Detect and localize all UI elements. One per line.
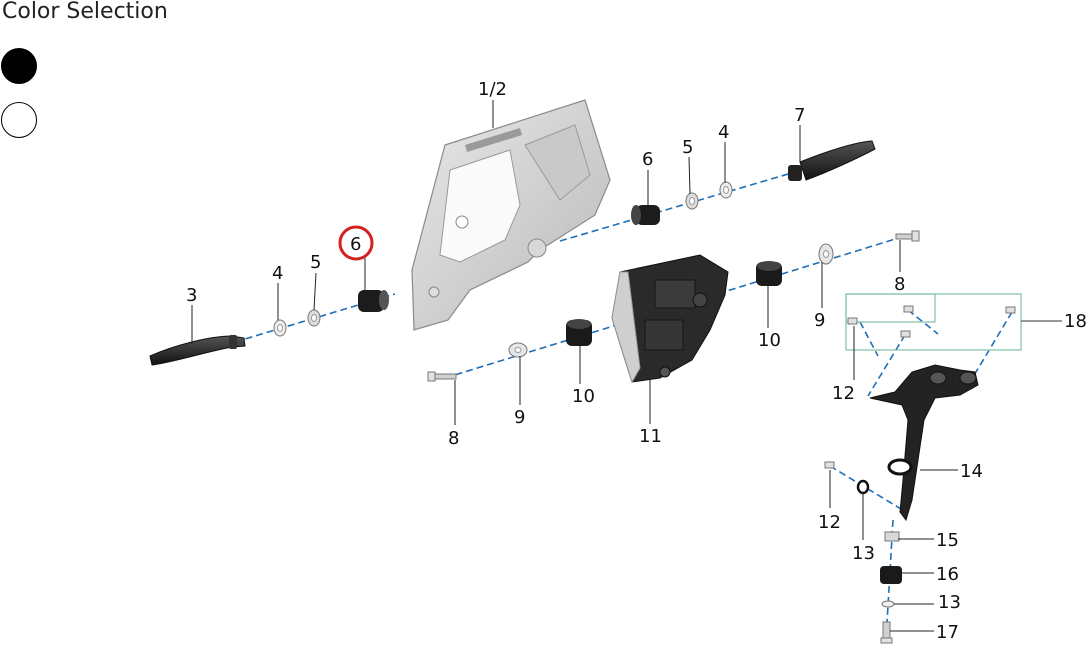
callout-15[interactable]: 15 xyxy=(936,530,959,551)
callout-6-right[interactable]: 6 xyxy=(642,149,653,170)
part-7-right-indicator xyxy=(788,140,876,181)
part-6-grommet-left xyxy=(358,290,389,312)
color-swatch-white[interactable] xyxy=(1,102,37,138)
part-9-washer-right xyxy=(818,243,834,265)
callout-12-lower[interactable]: 12 xyxy=(818,512,841,533)
part-13-washer-upper xyxy=(856,479,870,495)
callout-10-right[interactable]: 10 xyxy=(758,330,781,351)
part-12-screws xyxy=(824,305,1016,469)
part-8-bolt-right xyxy=(895,230,920,242)
callout-4-left[interactable]: 4 xyxy=(272,263,283,284)
callout-8-left[interactable]: 8 xyxy=(448,428,459,449)
part-13-washer-lower xyxy=(881,600,895,608)
part-15-spacer xyxy=(884,531,900,542)
part-4-washer-left xyxy=(273,319,287,337)
part-1-2-headlight-bracket xyxy=(411,99,611,331)
callout-1-2[interactable]: 1/2 xyxy=(478,79,507,100)
callout-8-right[interactable]: 8 xyxy=(894,274,905,295)
callout-5-left[interactable]: 5 xyxy=(310,252,321,273)
callout-16[interactable]: 16 xyxy=(936,564,959,585)
callout-11[interactable]: 11 xyxy=(639,426,662,447)
callout-13-lower[interactable]: 13 xyxy=(938,592,961,613)
highlight-circle xyxy=(338,225,374,261)
callout-6-left[interactable]: 6 xyxy=(350,234,361,255)
part-18-kit-box xyxy=(845,293,1062,351)
part-6-grommet-right xyxy=(631,205,660,225)
callout-4-right[interactable]: 4 xyxy=(718,122,729,143)
color-selection-title: Color Selection xyxy=(2,0,168,24)
part-14-lower-bracket xyxy=(869,364,979,522)
leader-lines xyxy=(191,100,958,632)
part-16-rubber-bushing xyxy=(880,566,902,584)
callout-12-upper[interactable]: 12 xyxy=(832,383,855,404)
callout-9-left[interactable]: 9 xyxy=(514,407,525,428)
callout-10-left[interactable]: 10 xyxy=(572,386,595,407)
callout-13-upper[interactable]: 13 xyxy=(852,543,875,564)
part-8-bolt-left xyxy=(427,371,457,382)
callout-7[interactable]: 7 xyxy=(794,105,805,126)
part-10-rubber-mount-left xyxy=(566,319,592,346)
callout-5-right[interactable]: 5 xyxy=(682,137,693,158)
callout-3[interactable]: 3 xyxy=(186,285,197,306)
part-11-headlight-unit xyxy=(611,254,729,384)
part-10-rubber-mount-right xyxy=(756,261,782,286)
part-9-washer-left xyxy=(508,342,528,358)
color-swatch-black[interactable] xyxy=(1,48,37,84)
part-4-washer-right xyxy=(719,181,733,199)
part-5-spacer-left xyxy=(307,309,321,327)
callout-9-right[interactable]: 9 xyxy=(814,310,825,331)
part-17-bolt xyxy=(880,621,893,644)
callout-18[interactable]: 18 xyxy=(1064,311,1087,332)
part-3-left-indicator xyxy=(149,335,246,366)
part-5-spacer-right xyxy=(685,192,699,210)
callout-14[interactable]: 14 xyxy=(960,461,983,482)
callout-17[interactable]: 17 xyxy=(936,622,959,643)
